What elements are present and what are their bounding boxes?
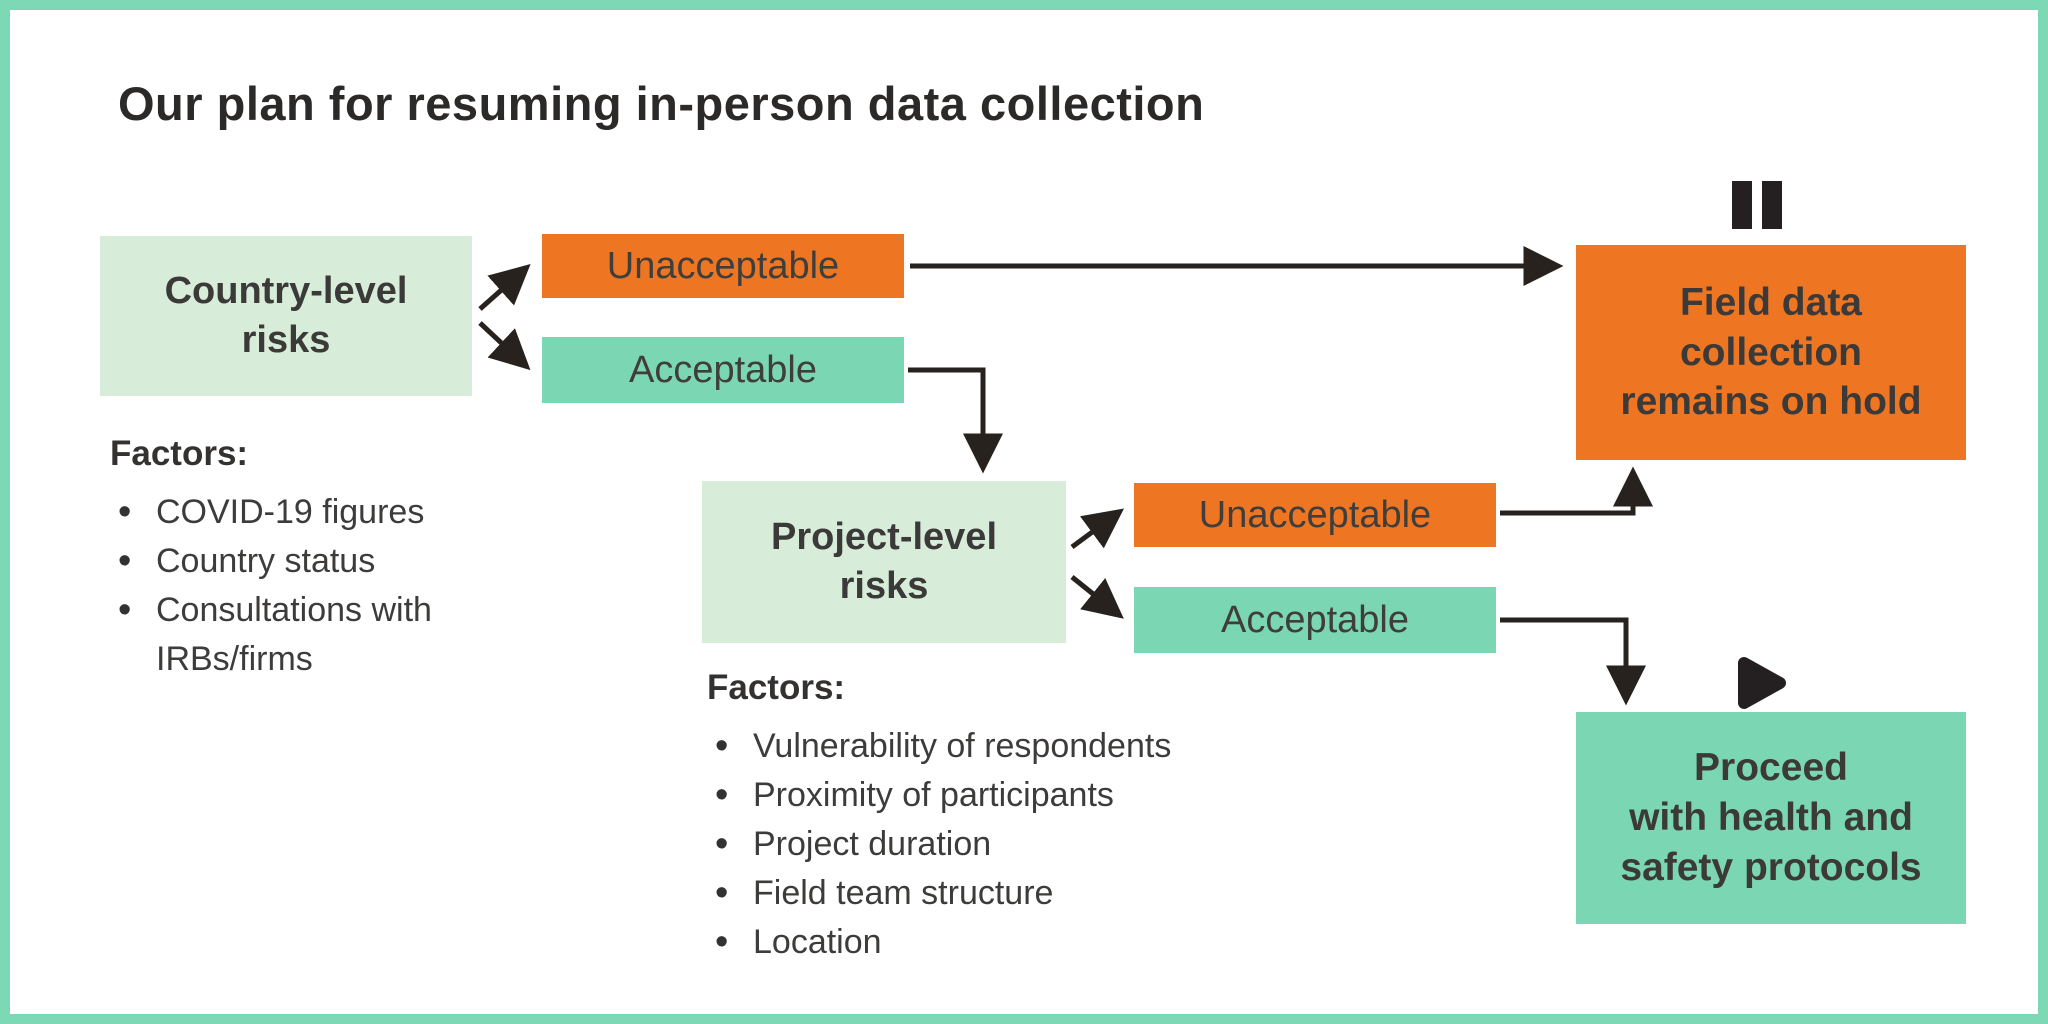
arrow-acceptable2-to-proceed [1500, 617, 1646, 706]
list-item: COVID-19 figures [110, 488, 580, 537]
list-item: Proximity of participants [707, 771, 1347, 820]
project-factors-list: Vulnerability of respondents Proximity o… [707, 722, 1347, 967]
project-risks-node: Project-level risks [702, 481, 1066, 643]
hold-outcome-node: Field data collection remains on hold [1576, 245, 1966, 460]
proceed-outcome-node: Proceed with health and safety protocols [1576, 712, 1966, 924]
arrow-unacceptable2-to-hold [1500, 466, 1653, 516]
country-factors: Factors: COVID-19 figures Country status… [110, 434, 580, 684]
arrow-country-to-acceptable [478, 321, 531, 371]
project-acceptable-node: Acceptable [1134, 587, 1496, 653]
list-item: Location [707, 918, 1347, 967]
project-factors: Factors: Vulnerability of respondents Pr… [707, 668, 1347, 967]
pause-bar [1732, 181, 1752, 229]
arrow-acceptable-to-project [908, 367, 1003, 474]
arrow-project-to-acceptable [1070, 575, 1124, 619]
arrow-country-to-unacceptable [478, 264, 531, 311]
country-factors-heading: Factors: [110, 434, 249, 473]
pause-icon [1732, 181, 1782, 229]
project-factors-heading: Factors: [707, 668, 846, 707]
list-item: Vulnerability of respondents [707, 722, 1347, 771]
pause-bar [1762, 181, 1782, 229]
country-risks-node: Country-level risks [100, 236, 472, 396]
list-item: Project duration [707, 820, 1347, 869]
play-icon [1738, 657, 1786, 709]
list-item: Country status [110, 537, 580, 586]
arrow-project-to-unacceptable [1070, 508, 1125, 550]
country-unacceptable-node: Unacceptable [542, 234, 904, 298]
country-acceptable-node: Acceptable [542, 337, 904, 403]
list-item: Field team structure [707, 869, 1347, 918]
project-unacceptable-node: Unacceptable [1134, 483, 1496, 547]
page-title: Our plan for resuming in-person data col… [118, 77, 1205, 130]
country-factors-list: COVID-19 figures Country status Consulta… [110, 488, 580, 684]
list-item: Consultations with IRBs/firms [110, 586, 580, 684]
